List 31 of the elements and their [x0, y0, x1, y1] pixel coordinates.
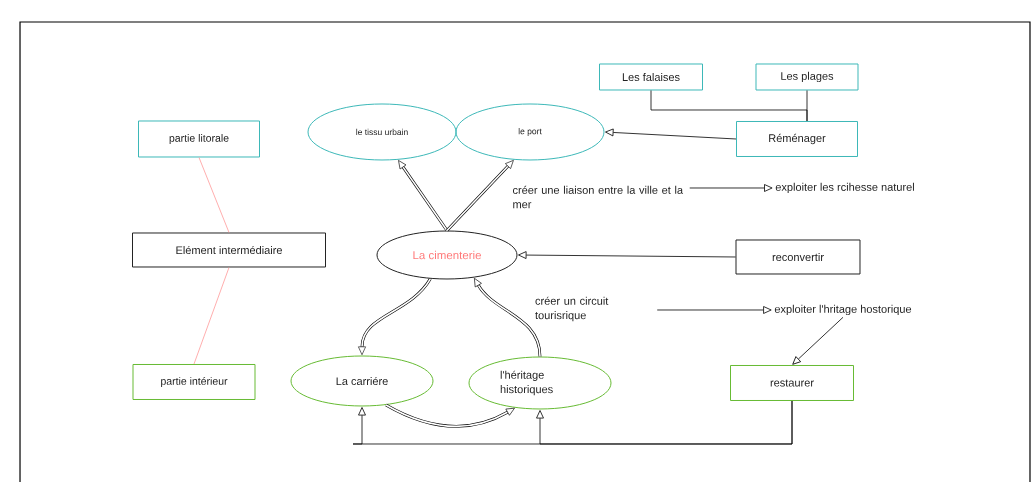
arrow — [605, 128, 737, 140]
ellipse-node: La cimenterie — [376, 230, 518, 280]
arrow — [518, 251, 736, 259]
process-box: partie litorale — [138, 120, 260, 158]
step-text: créer un circuit tourisrique — [535, 296, 609, 322]
arrow — [474, 277, 542, 358]
ellipse-node: le port — [455, 103, 605, 161]
ellipse-node: le tissu urbain — [307, 103, 457, 161]
process-box: Les falaises — [599, 63, 703, 91]
process-box: Elément intermédiaire — [132, 232, 326, 268]
process-box: partie intérieur — [132, 364, 256, 400]
arrow — [398, 160, 449, 232]
arrow — [385, 403, 515, 428]
process-box: reconvertir — [735, 239, 861, 275]
connector-line — [193, 267, 230, 365]
step-text: exploiter les rcihesse naturel — [775, 182, 914, 194]
arrow — [446, 160, 514, 232]
process-box: restaurer — [730, 365, 854, 401]
ellipse-node: La carriére — [290, 355, 434, 407]
arrow — [792, 316, 844, 365]
process-box: Réménager — [736, 121, 858, 157]
process-box: Les plages — [755, 63, 859, 91]
step-text: exploiter l'hritage hostorique — [774, 304, 912, 316]
ellipse-node: l'héritage historiques — [468, 356, 612, 410]
step-text: créer une liaison entre la ville et la mer — [513, 185, 684, 209]
connector-line — [198, 157, 230, 233]
arrow — [689, 184, 773, 192]
arrow — [656, 306, 772, 314]
arrow — [536, 400, 793, 445]
connector-line — [806, 90, 808, 122]
arrow — [358, 278, 432, 356]
